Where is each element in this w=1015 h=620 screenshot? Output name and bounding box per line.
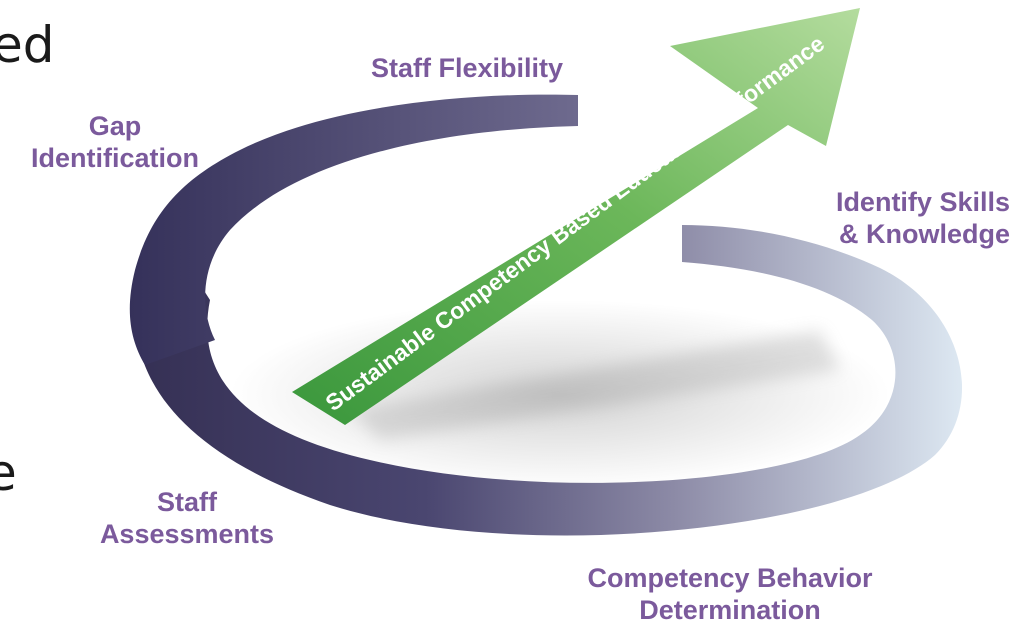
label-identify-skills-line-1: Identify Skills bbox=[835, 187, 1010, 217]
label-competency-behavior-line-1: Competency Behavior bbox=[587, 563, 873, 593]
ring-upper-band bbox=[129, 94, 578, 366]
label-staff-assessments-line-1: Staff bbox=[157, 487, 217, 517]
label-gap-identification-line-2: Identification bbox=[31, 143, 199, 173]
label-staff-assessments: Staff Assessments bbox=[92, 486, 282, 550]
label-competency-behavior-line-2: Determination bbox=[639, 595, 821, 620]
label-identify-skills-line-2: & Knowledge bbox=[838, 219, 1010, 249]
growth-arrow bbox=[292, 8, 860, 425]
arrow-shadow bbox=[350, 330, 840, 440]
label-staff-assessments-line-2: Assessments bbox=[99, 519, 275, 549]
label-staff-flexibility-line-1: Staff Flexibility bbox=[370, 53, 564, 83]
label-gap-identification: Gap Identification bbox=[20, 110, 210, 174]
cut-off-text-bottom: e bbox=[0, 444, 17, 502]
label-gap-identification-line-1: Gap bbox=[88, 111, 142, 141]
ring-lower-band bbox=[136, 225, 963, 536]
label-identify-skills: Identify Skills & Knowledge bbox=[800, 186, 1010, 250]
cut-off-text-top: ed bbox=[0, 16, 55, 74]
label-competency-behavior: Competency Behavior Determination bbox=[560, 562, 900, 620]
label-staff-flexibility: Staff Flexibility bbox=[357, 52, 577, 84]
